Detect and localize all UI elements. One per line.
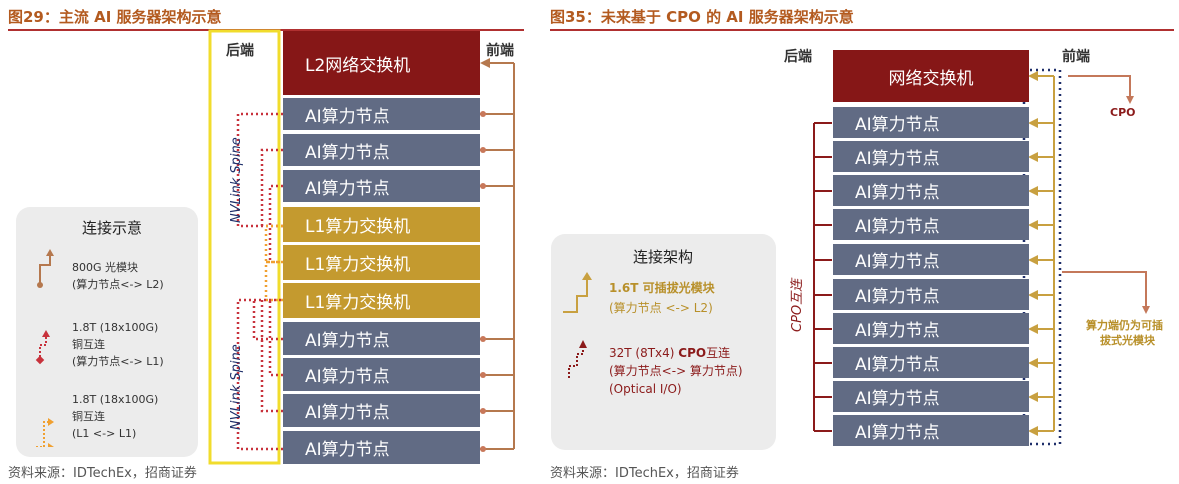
right-figure-title: 图35：未来基于 CPO 的 AI 服务器架构示意 — [550, 8, 854, 26]
right-node-10: AI算力节点 — [833, 415, 1029, 446]
right-cpo-label: CPO — [1110, 106, 1136, 119]
left-node-label: AI算力节点 — [305, 331, 390, 351]
right-pluggable-callout — [1062, 271, 1147, 310]
right-cpo-callout — [1068, 75, 1131, 100]
left-node-1: AI算力节点 — [283, 98, 480, 130]
left-front-label: 前端 — [486, 43, 514, 59]
left-legend-item-3: 1.8T (18x100G)铜互连(L1 <-> L1) — [72, 393, 159, 440]
copper-link-icon — [39, 335, 47, 357]
pluggable-module-icon — [563, 278, 588, 313]
right-pluggable-note: 算力端仍为可插 拔式光模块 — [1086, 319, 1163, 347]
right-node-4: AI算力节点 — [833, 209, 1029, 240]
left-frontend-arrow — [480, 58, 490, 68]
cpo-interconnect-icon — [568, 346, 584, 378]
left-node-4: AI算力节点 — [283, 322, 480, 355]
left-node-label: AI算力节点 — [305, 178, 390, 199]
left-node-5: AI算力节点 — [283, 358, 480, 391]
right-node-5: AI算力节点 — [833, 244, 1029, 275]
right-switch-label: 网络交换机 — [888, 68, 974, 89]
left-source: 资料来源：IDTechEx，招商证券 — [8, 466, 197, 481]
right-legend: 连接架构 1.6T 可插拔光模块 (算力节点 <-> L2) 32T (8Tx4… — [551, 234, 776, 450]
left-l2-switch: L2网络交换机 — [283, 31, 480, 95]
left-l1-switch-2: L1算力交换机 — [283, 245, 480, 280]
right-legend-item-2: 32T (8Tx4) CPO互连 (算力节点<-> 算力节点) (Optical… — [609, 346, 743, 396]
left-frontend-bus — [480, 62, 515, 450]
left-back-label: 后端 — [226, 43, 254, 59]
right-front-label: 前端 — [1062, 49, 1090, 65]
left-l1-label: L1算力交换机 — [305, 293, 411, 313]
right-title-rule — [550, 29, 1174, 31]
right-cpo-backbone — [813, 122, 832, 432]
left-l1-label: L1算力交换机 — [305, 217, 411, 237]
right-node-1: AI算力节点 — [833, 107, 1029, 138]
right-node-label: AI算力节点 — [855, 217, 940, 237]
left-frontend-dots — [480, 111, 486, 452]
right-node-label: AI算力节点 — [855, 423, 940, 443]
optical-module-icon — [39, 253, 51, 283]
right-back-label: 后端 — [784, 49, 812, 65]
right-node-label: AI算力节点 — [855, 389, 940, 409]
right-cpo-boundary — [1022, 68, 1062, 446]
right-cpo-interconnect-label: CPO互连 — [790, 278, 805, 332]
right-network-switch: 网络交换机 — [833, 50, 1029, 102]
left-legend-item-2: 1.8T (18x100G)铜互连(算力节点<-> L1) — [72, 321, 164, 368]
left-node-2: AI算力节点 — [283, 134, 480, 166]
left-l2-switch-label: L2网络交换机 — [305, 55, 411, 76]
right-legend-icons — [563, 272, 592, 378]
right-frontend-bus — [1030, 75, 1055, 432]
right-legend-title: 连接架构 — [633, 248, 694, 266]
left-node-label: AI算力节点 — [305, 106, 390, 127]
left-node-3: AI算力节点 — [283, 170, 480, 202]
right-frontend-arrows — [1028, 71, 1038, 436]
left-nvlink-spine-top: NVLink Spine — [229, 137, 244, 223]
right-node-label: AI算力节点 — [855, 183, 940, 203]
right-node-label: AI算力节点 — [855, 115, 940, 135]
left-legend-title: 连接示意 — [82, 219, 143, 237]
left-l1-links — [264, 224, 283, 302]
left-nvlink-spine-bottom: NVLink Spine — [229, 344, 244, 430]
left-connections — [208, 29, 515, 465]
right-node-2: AI算力节点 — [833, 141, 1029, 172]
right-node-label: AI算力节点 — [855, 252, 940, 272]
left-node-label: AI算力节点 — [305, 142, 390, 163]
left-node-7: AI算力节点 — [283, 431, 480, 464]
right-source: 资料来源：IDTechEx，招商证券 — [550, 466, 739, 481]
left-node-6: AI算力节点 — [283, 394, 480, 427]
right-node-label: AI算力节点 — [855, 287, 940, 307]
right-node-label: AI算力节点 — [855, 355, 940, 375]
left-nvlink-links — [236, 112, 283, 451]
left-node-label: AI算力节点 — [305, 440, 390, 460]
right-node-6: AI算力节点 — [833, 279, 1029, 310]
left-l1-switch-3: L1算力交换机 — [283, 283, 480, 318]
left-backend-frame — [208, 29, 281, 465]
right-node-8: AI算力节点 — [833, 347, 1029, 378]
right-legend-item-1: 1.6T 可插拔光模块 (算力节点 <-> L2) — [609, 281, 715, 315]
left-figure-title: 图29：主流 AI 服务器架构示意 — [8, 8, 222, 26]
left-node-label: AI算力节点 — [305, 367, 390, 387]
left-legend-icons — [35, 249, 54, 447]
left-l1-label: L1算力交换机 — [305, 255, 411, 275]
right-connections — [813, 68, 1150, 446]
right-node-7: AI算力节点 — [833, 313, 1029, 344]
l1-copper-link-icon — [36, 421, 50, 447]
right-node-label: AI算力节点 — [855, 149, 940, 169]
right-node-label: AI算力节点 — [855, 321, 940, 341]
right-node-9: AI算力节点 — [833, 381, 1029, 412]
right-node-3: AI算力节点 — [833, 175, 1029, 206]
left-legend: 连接示意 800G 光模块(算力节点<-> L2) 1.8T (18x100G)… — [16, 207, 198, 457]
left-legend-item-1: 800G 光模块(算力节点<-> L2) — [72, 261, 164, 291]
left-l1-switch-1: L1算力交换机 — [283, 207, 480, 242]
left-node-label: AI算力节点 — [305, 403, 390, 423]
